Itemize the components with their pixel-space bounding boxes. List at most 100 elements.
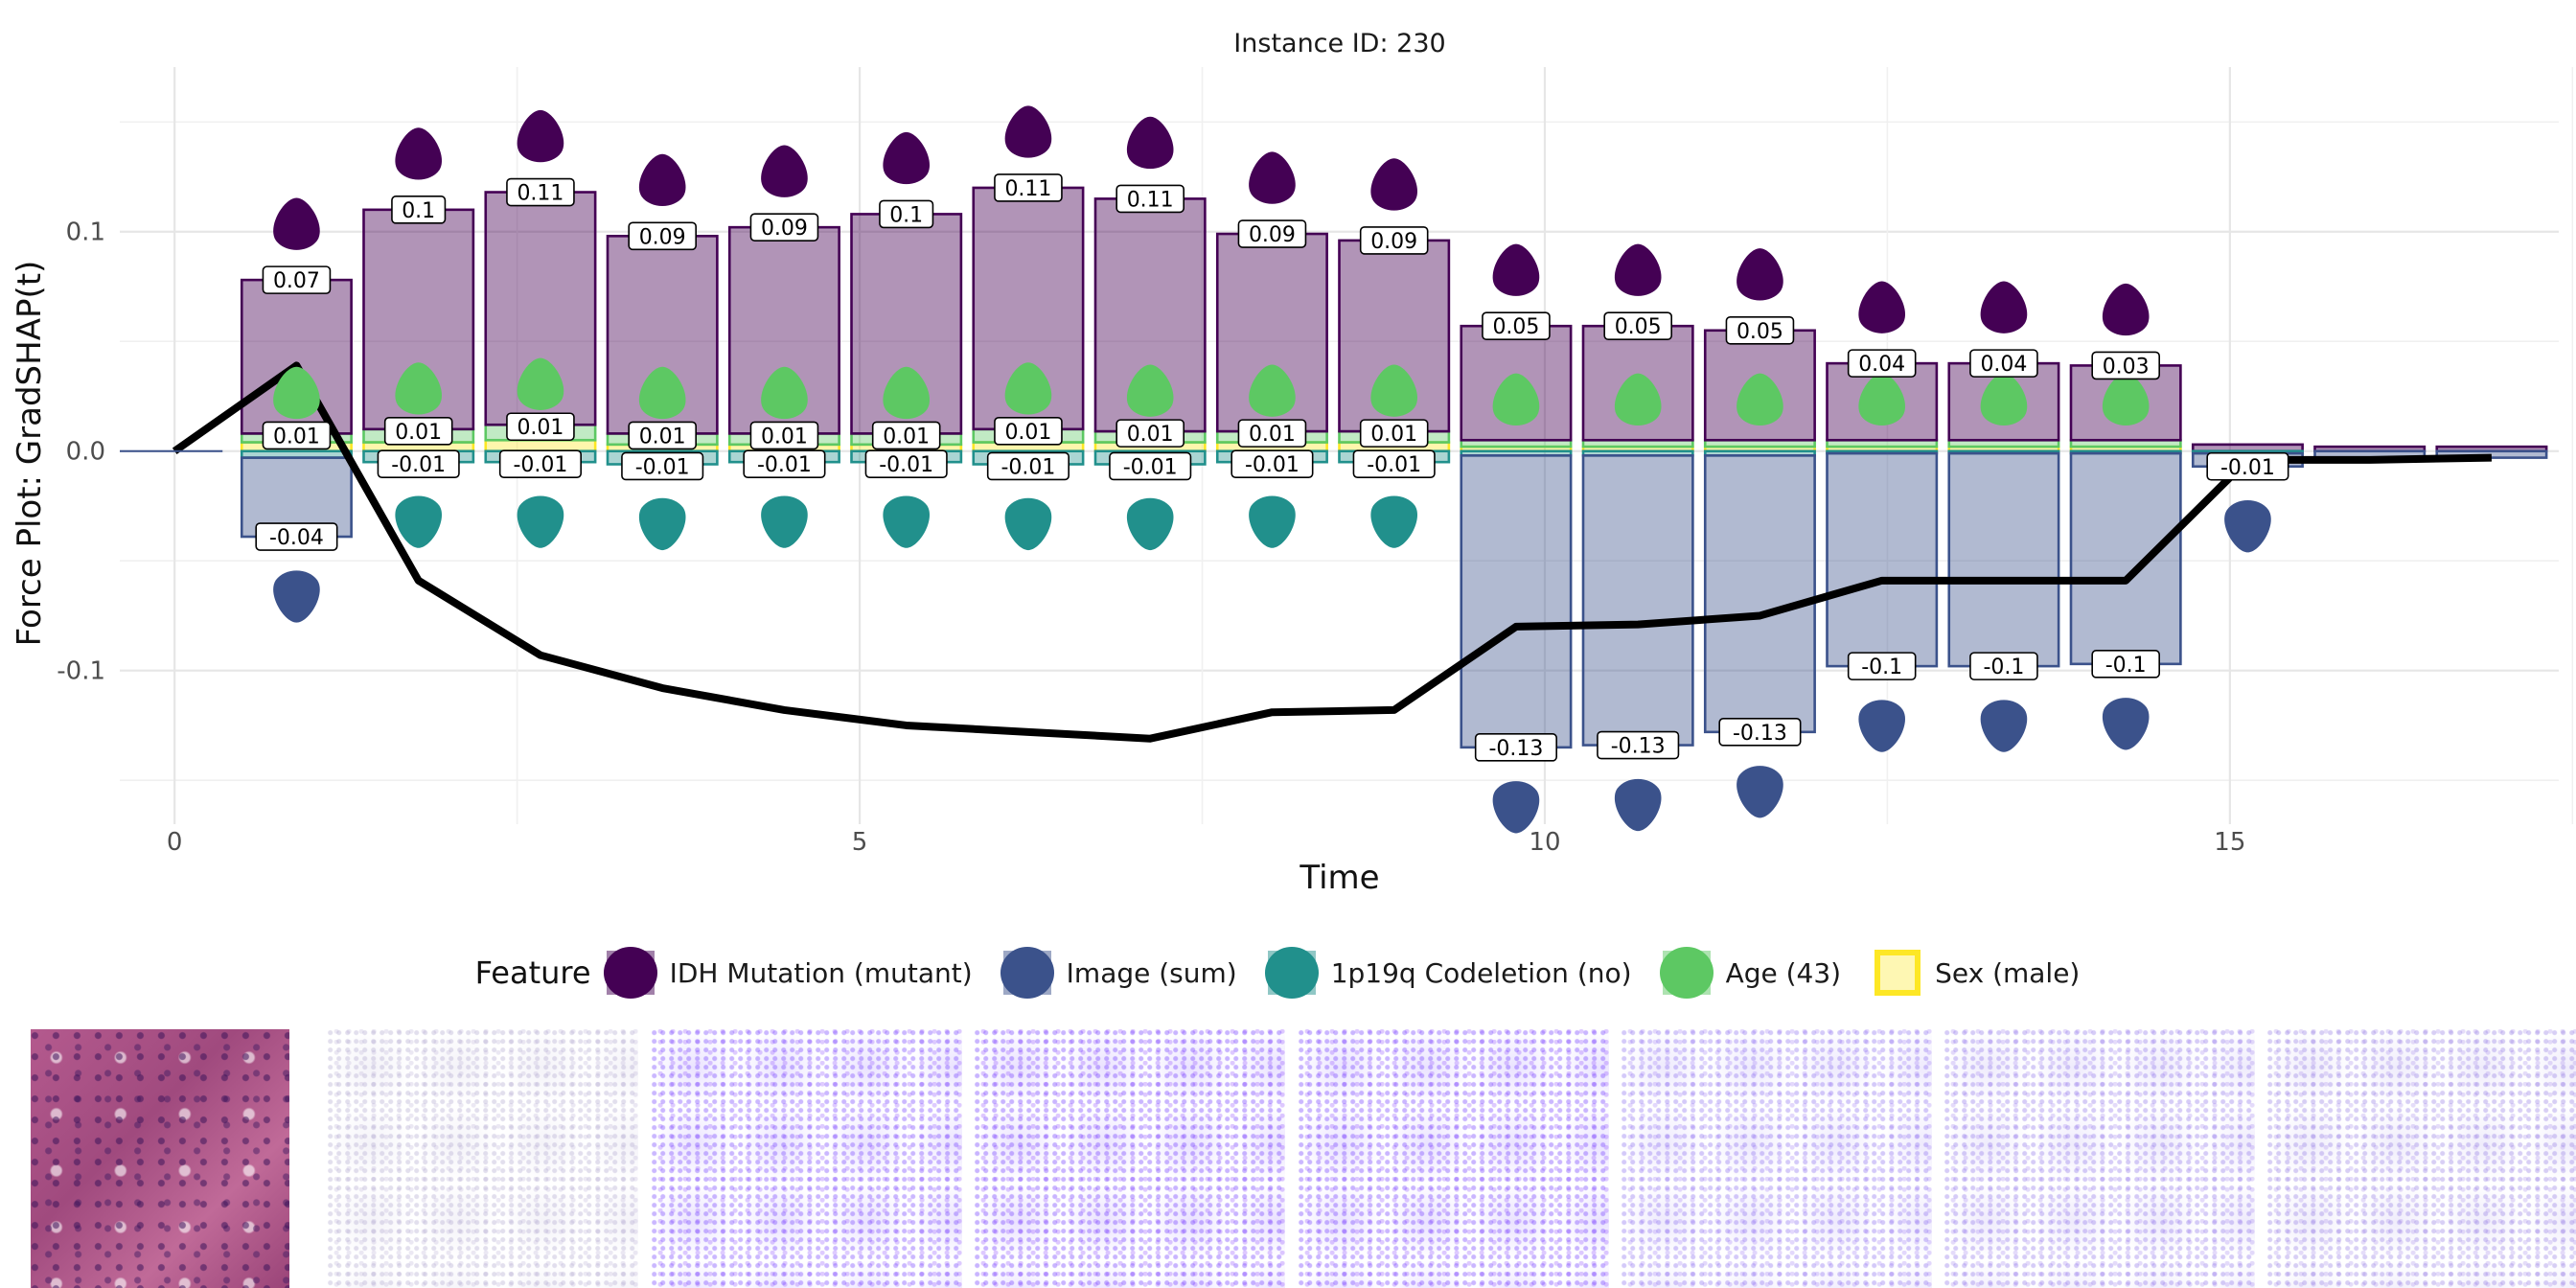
attribution-heatmap-thumbnail <box>1299 1029 1609 1288</box>
bar-segment-image <box>1581 454 1694 747</box>
marker-codel <box>1004 497 1052 551</box>
legend-key-codel <box>1264 947 1319 999</box>
value-label-idh: 0.1 <box>402 199 435 223</box>
value-label-image-box <box>1847 652 1917 680</box>
value-label-age-box <box>506 412 575 442</box>
value-label-idh: 0.05 <box>1736 320 1783 344</box>
marker-idh <box>1736 248 1783 301</box>
value-label-image-box <box>1474 733 1557 762</box>
value-label-idh-box <box>1116 184 1184 214</box>
value-label-age-box <box>994 417 1063 446</box>
marker-idh <box>1249 151 1296 204</box>
marker-image <box>1858 700 1905 752</box>
value-label-idh: 0.1 <box>889 203 923 227</box>
bar-segment-image <box>1947 451 2060 668</box>
x-tick-label: 0 <box>167 828 183 857</box>
marker-image <box>1614 778 1662 832</box>
legend-title: Feature <box>474 954 591 991</box>
value-label-idh-box <box>1969 349 2038 378</box>
value-label-age: 0.01 <box>517 416 564 440</box>
marker-age <box>1492 373 1540 426</box>
bar-segment-image <box>1703 454 1816 734</box>
value-label-idh-box <box>1725 315 1795 345</box>
marker-idh <box>517 109 564 163</box>
value-label-idh: 0.11 <box>1004 177 1051 201</box>
value-label-image: -0.1 <box>2105 654 2147 678</box>
chart-title: Instance ID: 230 <box>1233 29 1445 58</box>
markers-layer <box>273 105 2271 834</box>
bar-segment-image <box>2069 451 2182 666</box>
marker-image <box>2224 500 2271 553</box>
value-label-image-box <box>2091 650 2160 678</box>
legend-key-image <box>1000 947 1054 999</box>
marker-codel <box>517 495 564 548</box>
gradshap-line <box>172 361 2493 743</box>
attribution-heatmap-thumbnail <box>328 1029 638 1288</box>
value-label-age-box <box>1359 419 1429 448</box>
marker-age <box>1614 373 1662 426</box>
value-label-idh: 0.09 <box>761 217 808 241</box>
value-label-idh: 0.04 <box>1858 353 1905 377</box>
value-label-idh: 0.11 <box>1127 188 1174 212</box>
legend-item-image: Image (sum) <box>994 943 1237 1002</box>
value-label-codel-box <box>1230 449 1314 478</box>
marker-idh <box>1980 281 2028 334</box>
marker-age <box>638 366 686 420</box>
value-label-idh-box <box>749 213 819 242</box>
marker-codel <box>1249 495 1296 548</box>
marker-age <box>1858 373 1905 426</box>
legend-key-sex <box>1874 950 1921 996</box>
marker-age <box>2102 373 2150 426</box>
value-label-age: 0.01 <box>1249 423 1296 447</box>
marker-idh <box>1492 243 1540 296</box>
y-tick-label: -0.1 <box>57 657 105 686</box>
legend-label: IDH Mutation (mutant) <box>669 956 973 989</box>
value-label-idh: 0.03 <box>2103 355 2150 379</box>
legend-label: Age (43) <box>1725 956 1842 989</box>
marker-idh <box>1370 158 1417 211</box>
value-label-image: -0.13 <box>1488 737 1543 761</box>
value-label-idh: 0.11 <box>517 182 564 206</box>
legend-item-codel: 1p19q Codeletion (no) <box>1258 943 1632 1002</box>
value-label-codel-box <box>377 449 460 478</box>
marker-age <box>1370 364 1417 417</box>
value-label-image: -0.01 <box>2220 456 2275 480</box>
marker-age <box>1249 364 1296 417</box>
value-label-idh: 0.05 <box>1492 315 1539 339</box>
legend-label: 1p19q Codeletion (no) <box>1330 956 1632 989</box>
thumbnail-strip <box>0 1029 2576 1288</box>
value-label-codel-box <box>1352 449 1436 478</box>
marker-image <box>1492 781 1540 834</box>
value-label-idh: 0.09 <box>1249 223 1296 247</box>
value-label-age-box <box>1237 419 1307 448</box>
value-label-idh-box <box>1237 219 1307 248</box>
legend-key-age <box>1659 947 1714 999</box>
value-label-image-box <box>1597 730 1680 760</box>
marker-codel <box>1126 497 1174 551</box>
value-label-codel-box <box>743 449 826 478</box>
value-label-codel-box <box>986 451 1070 481</box>
value-label-image-box <box>1969 652 2038 680</box>
marker-image <box>273 570 320 623</box>
value-label-codel-box <box>498 449 582 478</box>
marker-idh <box>761 145 808 197</box>
y-tick-label: 0.1 <box>66 218 105 247</box>
line-layer <box>172 361 2493 743</box>
value-label-idh: 0.05 <box>1615 315 1662 339</box>
value-label-idh: 0.09 <box>639 225 686 249</box>
value-label-idh-box <box>1847 349 1917 378</box>
marker-age <box>273 366 320 420</box>
x-tick-label: 10 <box>1529 828 1560 857</box>
attribution-heatmap-thumbnail <box>2267 1029 2576 1288</box>
value-label-idh-box <box>1603 311 1672 341</box>
value-label-image: -0.1 <box>1983 656 2024 679</box>
marker-age <box>1736 373 1783 426</box>
value-label-idh: 0.04 <box>1980 353 2027 377</box>
value-label-idh: 0.09 <box>1370 230 1417 254</box>
marker-codel <box>883 495 930 548</box>
value-label-codel-box <box>864 449 948 478</box>
value-label-image: -0.13 <box>1733 722 1787 746</box>
he-slide-thumbnail <box>31 1029 289 1288</box>
bar-segment-sex <box>484 438 597 453</box>
